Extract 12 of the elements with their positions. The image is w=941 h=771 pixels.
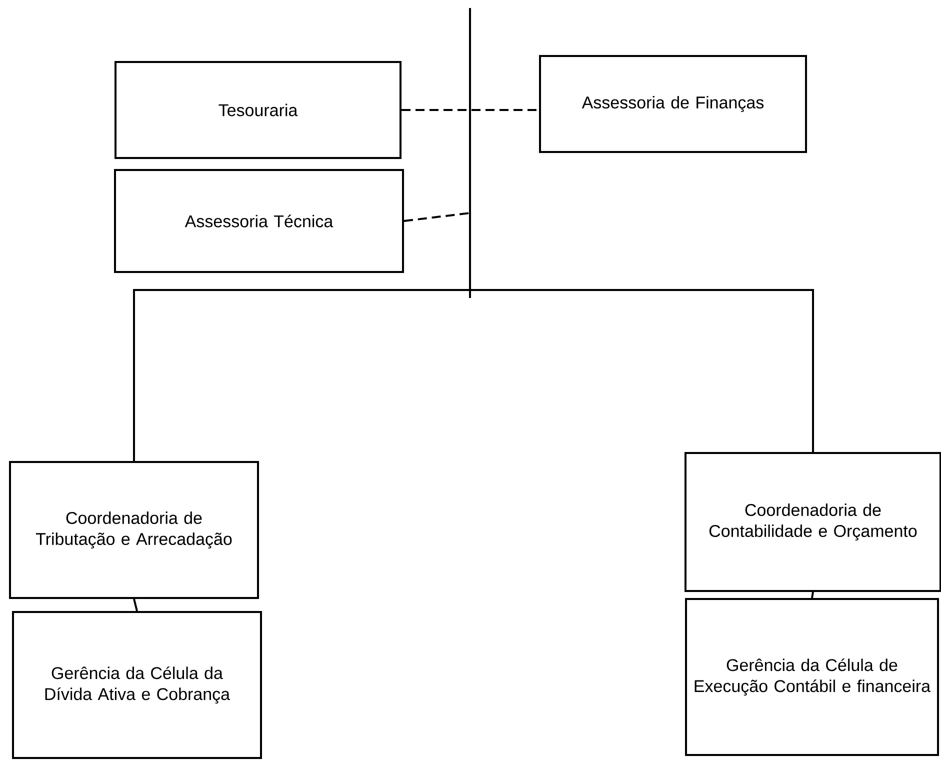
dashed-connector [404, 212, 470, 222]
connector-line [469, 8, 814, 452]
dashed-connector [402, 109, 539, 111]
org-box: Gerência da Célula da Dívida Ativa e Cobrança [12, 611, 262, 759]
org-box: Coordenadoria de Contabilidade e Orçamento [684, 452, 941, 592]
org-box: Coordenadoria de Tributação e Arrecadação [9, 461, 259, 599]
org-box: Tesouraria [114, 61, 402, 159]
org-box: Gerência da Célula de Execução Contábil e financeira [685, 598, 940, 756]
connector-line [811, 592, 814, 598]
org-box: Assessoria de Finanças [539, 55, 808, 153]
connector-line [133, 598, 138, 612]
org-box: Assessoria Técnica [114, 169, 404, 273]
